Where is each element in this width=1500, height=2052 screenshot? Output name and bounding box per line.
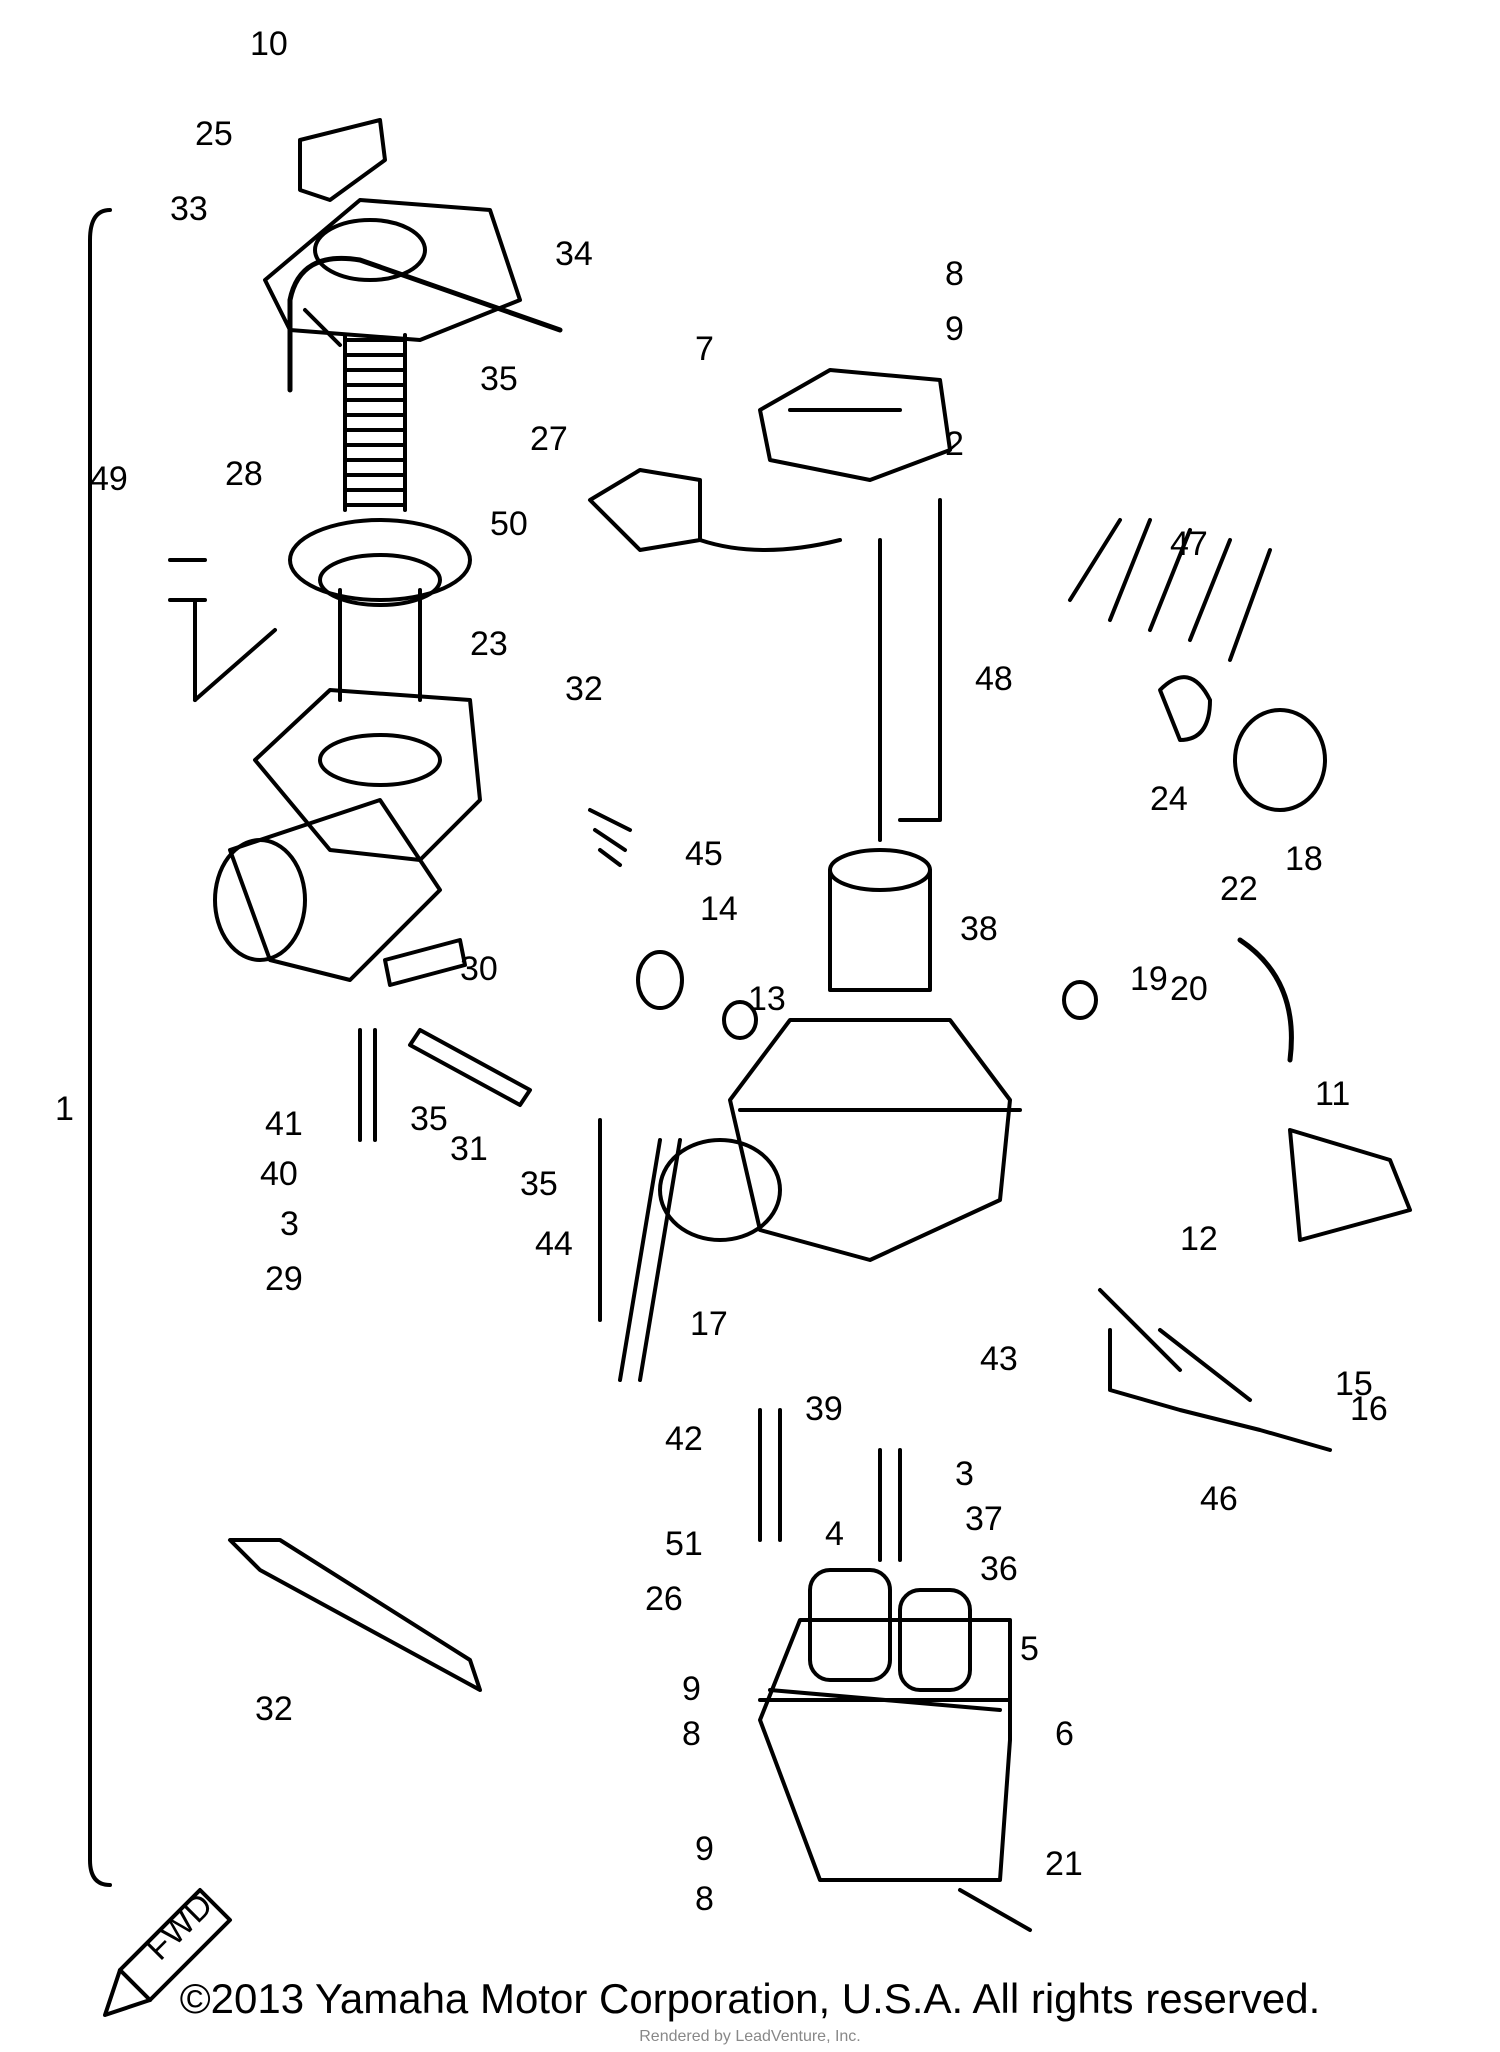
part-number-label: 7 bbox=[695, 330, 714, 368]
part-number-label: 44 bbox=[535, 1225, 573, 1263]
part-number-label: 25 bbox=[195, 115, 233, 153]
watermark-text: Rendered by LeadVenture, Inc. bbox=[639, 2028, 861, 2045]
part-number-label: 2 bbox=[945, 425, 964, 463]
copyright-notice: ©2013 Yamaha Motor Corporation, U.S.A. A… bbox=[179, 1975, 1321, 2022]
part-number-label: 3 bbox=[955, 1455, 974, 1493]
part-number-label: 19 bbox=[1130, 960, 1168, 998]
part-number-label: 8 bbox=[682, 1715, 701, 1753]
part-number-label: 8 bbox=[945, 255, 964, 293]
part-number-label: 40 bbox=[260, 1155, 298, 1193]
part-number-label: 51 bbox=[665, 1525, 703, 1563]
part-number-label: 35 bbox=[410, 1100, 448, 1138]
part-number-label: 41 bbox=[265, 1105, 303, 1143]
part-number-label: 22 bbox=[1220, 870, 1258, 908]
part-number-label: 32 bbox=[565, 670, 603, 708]
part-number-label: 16 bbox=[1350, 1390, 1388, 1428]
part-number-label: 36 bbox=[980, 1550, 1018, 1588]
part-number-label: 15 bbox=[1335, 1365, 1373, 1403]
part-number-label: 13 bbox=[748, 980, 786, 1018]
part-number-label: 34 bbox=[555, 235, 593, 273]
part-number-label: 50 bbox=[490, 505, 528, 543]
part-number-label: 17 bbox=[690, 1305, 728, 1343]
part-number-label: 46 bbox=[1200, 1480, 1238, 1518]
part-number-label: 12 bbox=[1180, 1220, 1218, 1258]
part-number-label: 6 bbox=[1055, 1715, 1074, 1753]
part-number-label: 10 bbox=[250, 25, 288, 63]
part-number-label: 9 bbox=[945, 310, 964, 348]
part-number-label: 42 bbox=[665, 1420, 703, 1458]
part-number-label: 21 bbox=[1045, 1845, 1083, 1883]
part-number-label: 8 bbox=[695, 1880, 714, 1918]
part-number-label: 24 bbox=[1150, 780, 1188, 818]
part-number-label: 39 bbox=[805, 1390, 843, 1428]
part-number-label: 49 bbox=[90, 460, 128, 498]
part-number-label: 20 bbox=[1170, 970, 1208, 1008]
part-number-label: 35 bbox=[520, 1165, 558, 1203]
part-number-label: 23 bbox=[470, 625, 508, 663]
part-number-label: 48 bbox=[975, 660, 1013, 698]
part-number-label: 1 bbox=[55, 1090, 74, 1128]
part-number-label: 14 bbox=[700, 890, 738, 928]
part-number-label: 18 bbox=[1285, 840, 1323, 878]
part-number-label: 5 bbox=[1020, 1630, 1039, 1668]
part-number-label: 31 bbox=[450, 1130, 488, 1168]
part-number-label: 43 bbox=[980, 1340, 1018, 1378]
part-number-label: 35 bbox=[480, 360, 518, 398]
part-number-label: 47 bbox=[1170, 525, 1208, 563]
part-number-label: 45 bbox=[685, 835, 723, 873]
part-number-label: 37 bbox=[965, 1500, 1003, 1538]
part-number-label: 9 bbox=[682, 1670, 701, 1708]
part-number-label: 30 bbox=[460, 950, 498, 988]
part-number-label: 32 bbox=[255, 1690, 293, 1728]
part-number-label: 4 bbox=[825, 1515, 844, 1553]
part-number-label: 33 bbox=[170, 190, 208, 228]
part-number-label: 38 bbox=[960, 910, 998, 948]
part-number-label: 27 bbox=[530, 420, 568, 458]
part-number-label: 29 bbox=[265, 1260, 303, 1298]
part-number-label: 3 bbox=[280, 1205, 299, 1243]
part-number-label: 28 bbox=[225, 455, 263, 493]
part-number-label: 26 bbox=[645, 1580, 683, 1618]
part-number-label: 9 bbox=[695, 1830, 714, 1868]
part-number-label: 11 bbox=[1315, 1075, 1350, 1113]
